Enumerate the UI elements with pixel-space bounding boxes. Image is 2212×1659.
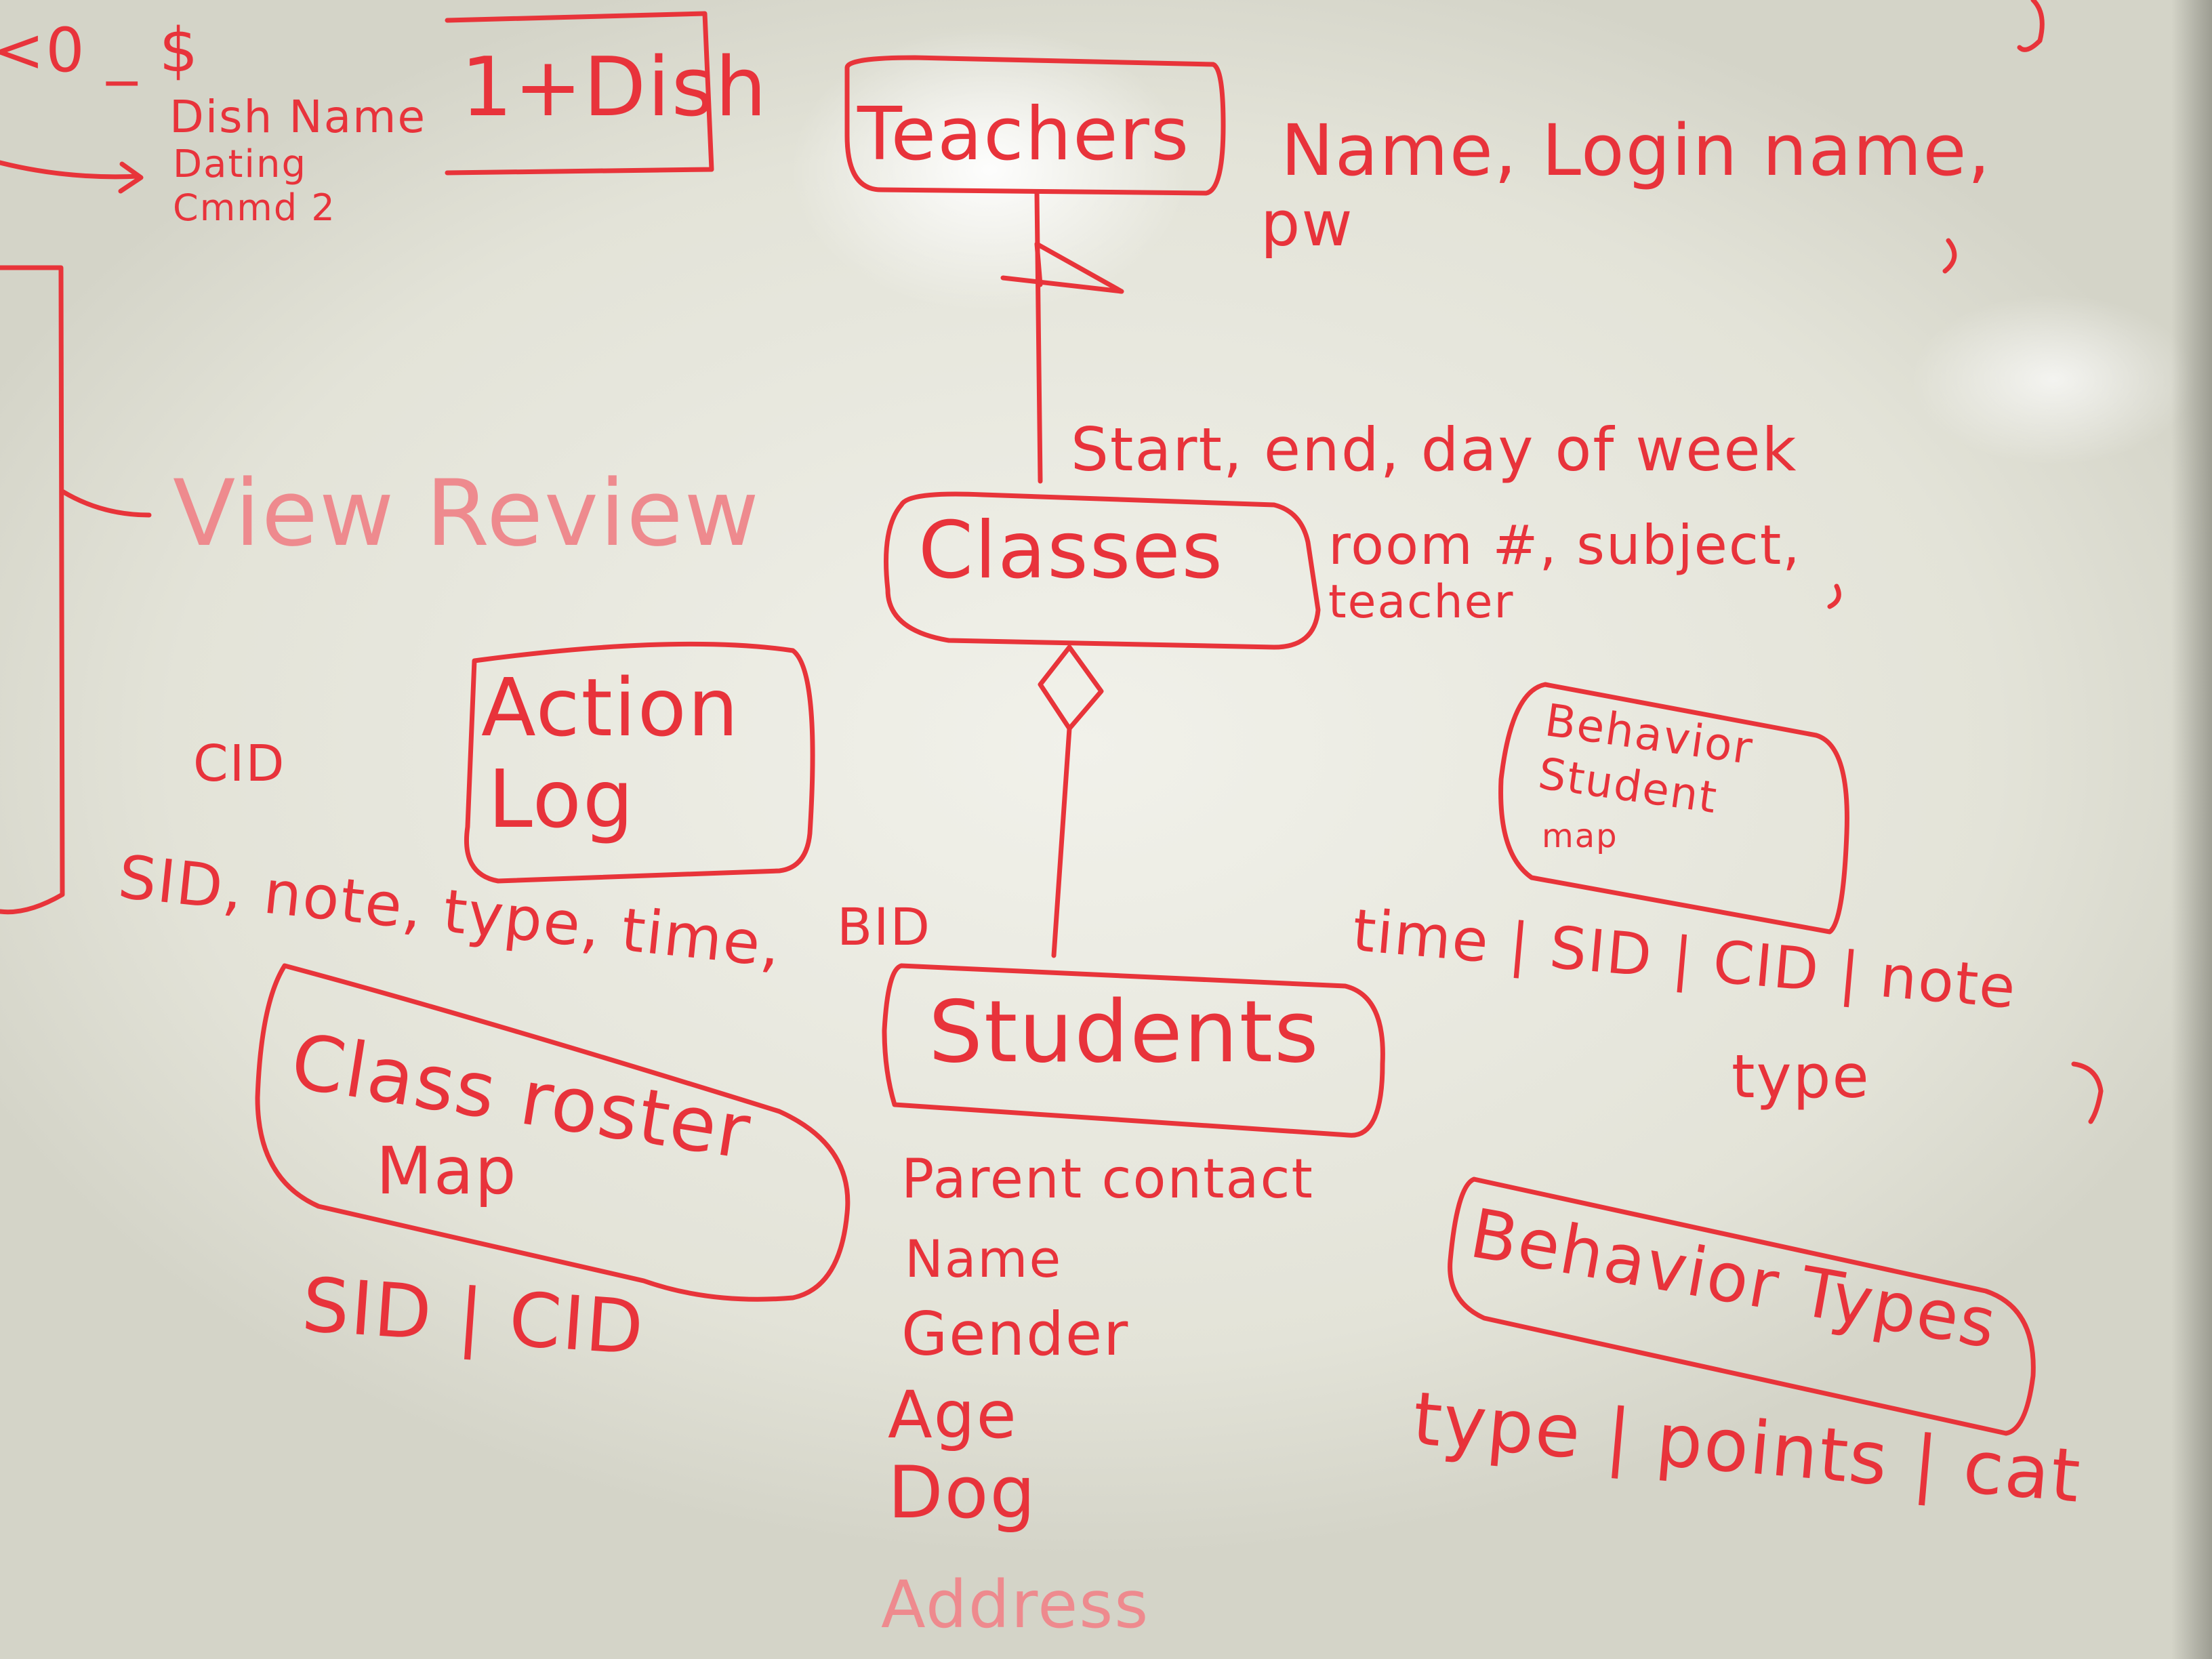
dish-name-text: Dish Name <box>169 91 427 143</box>
students-field-gender: Gender <box>901 1299 1130 1369</box>
comma-classes <box>1827 583 1841 609</box>
stray-mark-right <box>2071 1061 2104 1124</box>
dish-line2-text: Dating <box>173 142 307 186</box>
action-log-cid-text: CID <box>193 735 286 793</box>
teachers-fields-line1: Name, Login name, <box>1281 109 1992 192</box>
behavior-types-box-outline <box>1448 1176 2036 1436</box>
students-box-label: Students <box>928 982 1320 1082</box>
action-log-box-label-line2: Log <box>488 752 635 846</box>
teachers-classes-connector <box>1000 190 1124 484</box>
students-field-name: Name <box>905 1229 1063 1289</box>
classes-fields-line3: teacher <box>1328 575 1515 629</box>
teachers-box-outline <box>844 55 1226 196</box>
action-log-box-outline <box>464 641 815 884</box>
classes-fields-line2: room #, subject, <box>1328 514 1801 577</box>
teachers-box-label: Teachers <box>857 92 1191 177</box>
arrow-to-dish <box>0 160 144 194</box>
dish-line3-text: Cmmd 2 <box>173 186 336 229</box>
students-field-age: Age <box>888 1377 1018 1453</box>
behavior-student-map-fields-line2: type <box>1732 1042 1870 1111</box>
class-roster-box-outline <box>255 963 851 1302</box>
left-edge-vertical-line <box>0 265 65 915</box>
action-log-box-label-line1: Action <box>481 661 740 754</box>
classes-fields-line1: Start, end, day of week <box>1071 415 1798 485</box>
class-roster-fields-text: SID | CID <box>299 1261 648 1372</box>
behavior-student-map-label-line3: map <box>1542 817 1618 855</box>
dish-box-outline <box>445 11 714 176</box>
dish-box-label: 1+Dish <box>461 41 769 135</box>
comma-teachers <box>1942 238 1957 274</box>
stray-mark-top <box>2017 0 2045 52</box>
students-field-parent-contact: Parent contact <box>901 1147 1314 1210</box>
classes-box-outline <box>884 491 1321 650</box>
teachers-fields-line2: pw <box>1261 188 1354 260</box>
classes-students-connector <box>1038 644 1104 958</box>
cut-off-text-left: <0 _ $ <box>0 15 200 86</box>
action-log-bid-text: BID <box>837 897 932 957</box>
view-review-text: View Review <box>173 460 760 567</box>
students-field-dog: Dog <box>888 1451 1037 1534</box>
students-field-address: Address <box>881 1567 1150 1643</box>
class-roster-box-label-line2: Map <box>376 1133 518 1209</box>
classes-box-label: Classes <box>918 505 1224 596</box>
students-box-outline <box>882 963 1385 1138</box>
view-review-connector <box>60 489 152 518</box>
behavior-student-map-box-outline <box>1498 682 1849 935</box>
